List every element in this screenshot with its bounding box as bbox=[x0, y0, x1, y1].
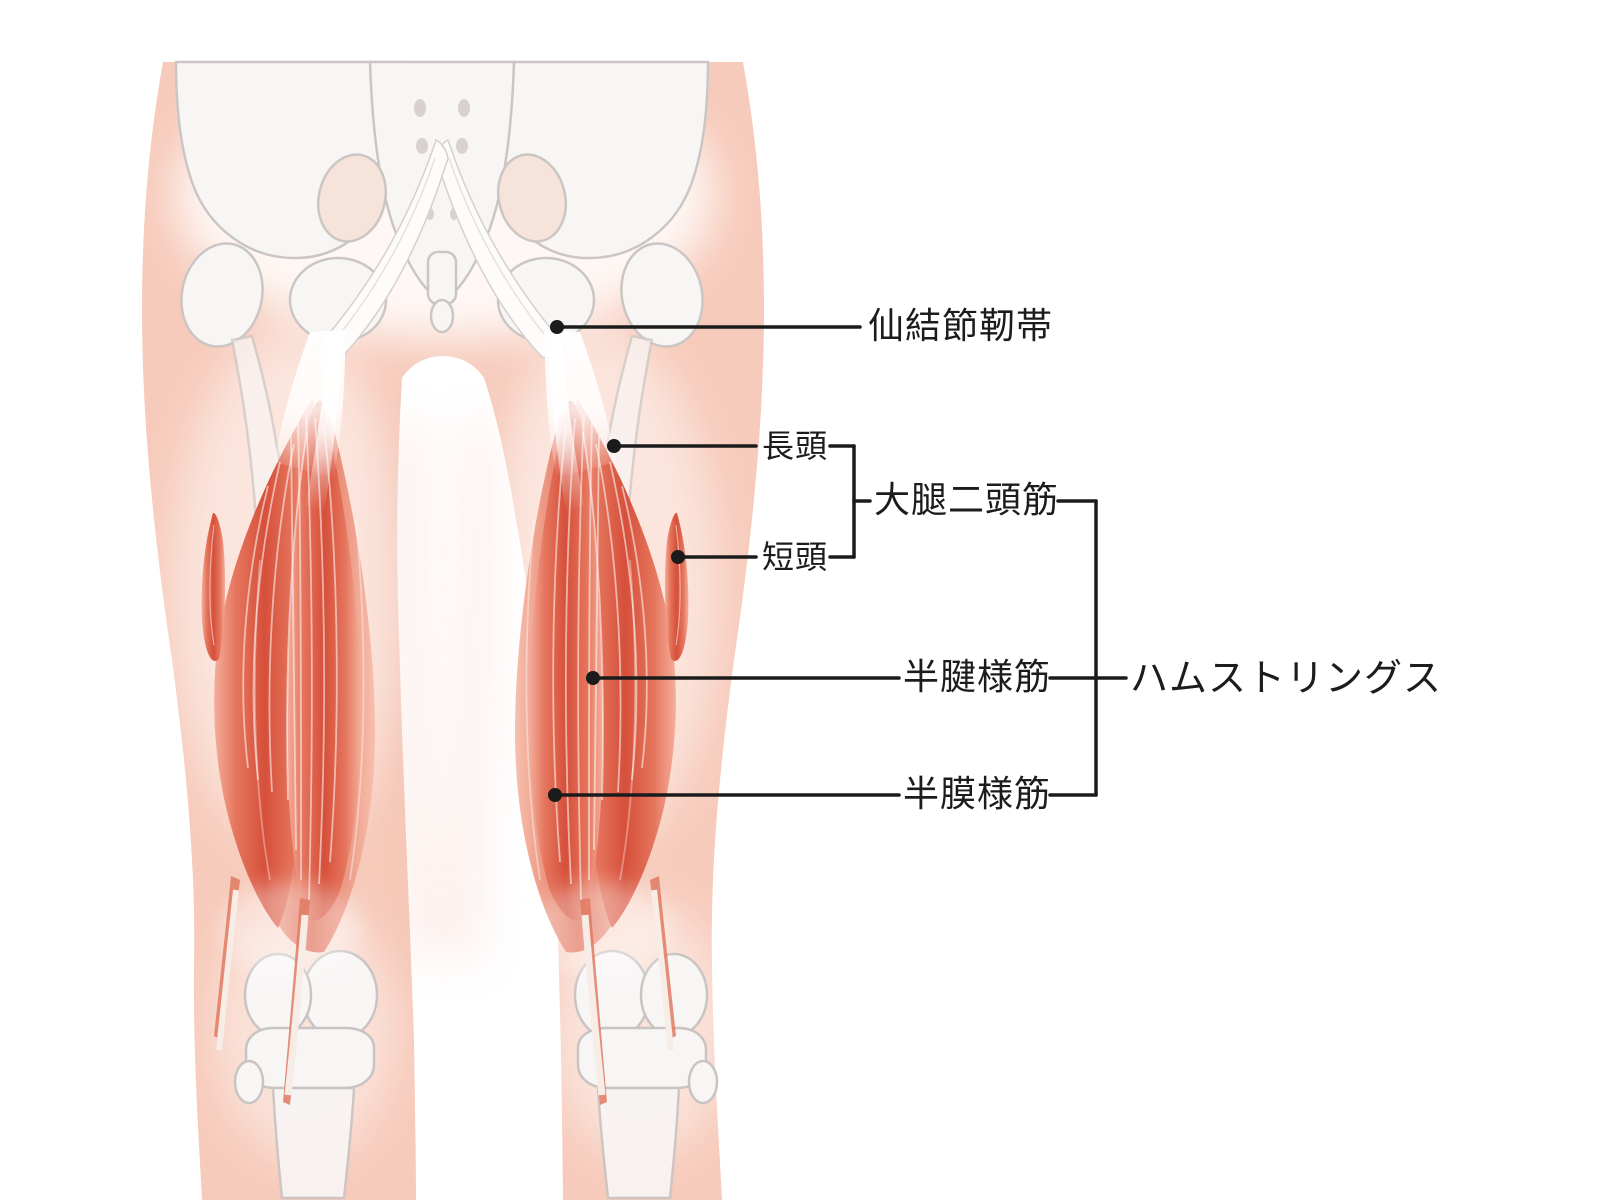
label-biceps-femoris: 大腿二頭筋 bbox=[874, 480, 1060, 521]
skin-shading bbox=[397, 420, 488, 960]
muscle-fiber-streaks bbox=[525, 413, 681, 901]
biceps-femoris-short-head-muscle bbox=[664, 512, 689, 661]
label-semitendinosus: 半腱様筋 bbox=[903, 657, 1052, 698]
label-long-head: 長頭 bbox=[762, 427, 829, 465]
sacral-foramina bbox=[414, 99, 470, 220]
hamstring-muscles-right bbox=[514, 330, 689, 1105]
origin-tendon-streak bbox=[548, 332, 584, 512]
pelvis-bones bbox=[174, 60, 710, 522]
label-semimembranosus: 半膜様筋 bbox=[903, 774, 1052, 815]
label-short-head: 短頭 bbox=[762, 538, 829, 576]
label-sacrotuberous-ligament: 仙結節靭帯 bbox=[868, 306, 1054, 347]
label-hamstrings: ハムストリングス bbox=[1130, 656, 1443, 700]
label-lines bbox=[548, 320, 1128, 802]
